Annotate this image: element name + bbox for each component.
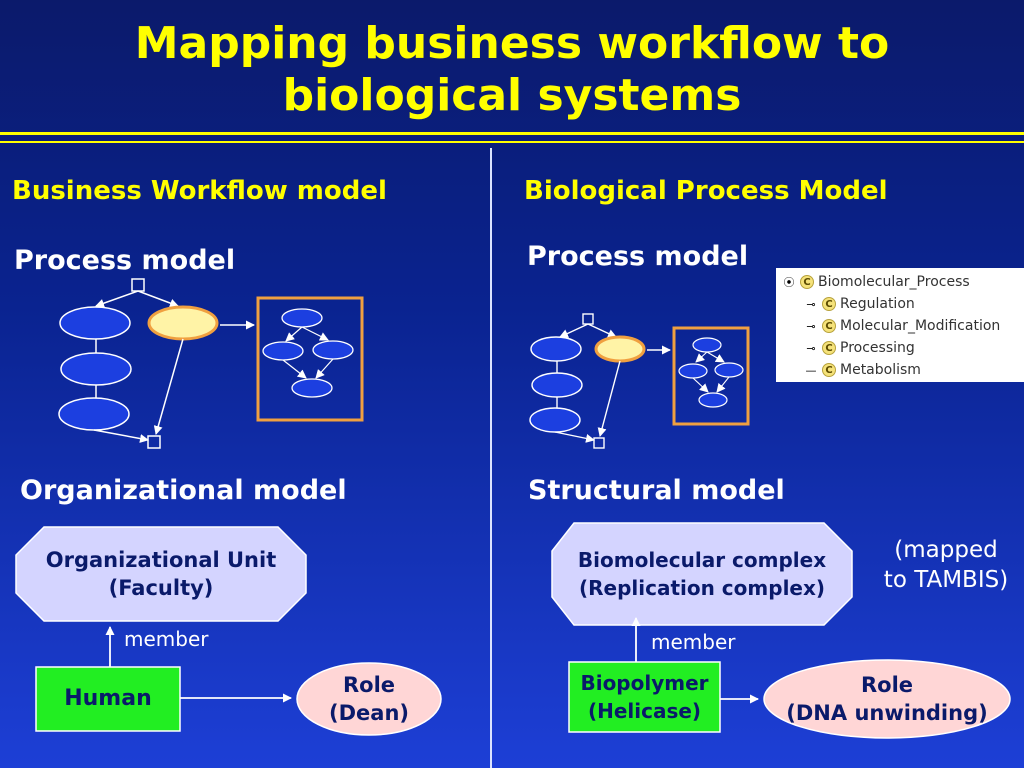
complex-octagon bbox=[551, 522, 853, 626]
tree-collapsed-icon[interactable]: ⊸ bbox=[806, 341, 816, 355]
left-org-diagram bbox=[15, 526, 442, 736]
tree-collapsed-icon[interactable]: ⊸ bbox=[806, 297, 816, 311]
complex-label: Biomolecular complex (Replication comple… bbox=[577, 548, 827, 600]
org-unit-octagon bbox=[15, 526, 307, 622]
biopolymer-box bbox=[568, 661, 721, 733]
slide-title-line1: Mapping business workflow to bbox=[134, 18, 890, 69]
class-icon: C bbox=[822, 319, 836, 333]
right-subprocess-frame bbox=[672, 326, 750, 426]
title-divider-secondary bbox=[0, 141, 1024, 143]
biopolymer-label: Biopolymer (Helicase) bbox=[580, 671, 709, 723]
organizational-model-label: Organizational model bbox=[20, 475, 347, 506]
right-member-label: member bbox=[651, 630, 736, 654]
tree-item-metabolism[interactable]: — C Metabolism bbox=[804, 360, 921, 380]
left-node-1 bbox=[59, 306, 131, 340]
left-subprocess-frame bbox=[256, 296, 364, 422]
tree-item-regulation[interactable]: ⊸ C Regulation bbox=[804, 294, 915, 314]
left-start-node bbox=[131, 278, 145, 292]
right-column-heading: Biological Process Model bbox=[524, 176, 888, 206]
tree-collapsed-icon[interactable]: ⊸ bbox=[806, 319, 816, 333]
right-structural-diagram bbox=[551, 522, 1011, 739]
right-end-node bbox=[593, 437, 605, 449]
dna-unwinding-role-ellipse bbox=[763, 659, 1011, 739]
column-divider bbox=[490, 148, 492, 768]
right-process-diagram bbox=[529, 313, 750, 449]
right-highlight-node bbox=[594, 335, 646, 363]
tree-leaf-connector-icon: — bbox=[805, 363, 817, 377]
human-box bbox=[35, 666, 181, 732]
left-process-diagram bbox=[58, 278, 364, 449]
right-node-2 bbox=[531, 372, 583, 398]
structural-model-label: Structural model bbox=[528, 475, 785, 506]
class-icon: C bbox=[822, 363, 836, 377]
right-node-1 bbox=[530, 336, 582, 362]
left-column-heading: Business Workflow model bbox=[12, 176, 387, 206]
tree-root-row[interactable]: ⦿ C Biomolecular_Process bbox=[782, 272, 970, 292]
left-highlight-node bbox=[147, 305, 219, 341]
tambis-mapping-note: (mapped to TAMBIS) bbox=[883, 537, 1009, 593]
left-member-label: member bbox=[124, 627, 209, 651]
left-node-3 bbox=[58, 397, 130, 431]
left-node-2 bbox=[60, 352, 132, 386]
slide-title: Mapping business workflow to biological … bbox=[0, 18, 1024, 122]
title-divider bbox=[0, 132, 1024, 135]
dean-role-label: Role (Dean) bbox=[329, 673, 409, 725]
right-node-3 bbox=[529, 407, 581, 433]
class-icon: C bbox=[800, 275, 814, 289]
tree-item-label: Molecular_Modification bbox=[840, 318, 1001, 334]
org-unit-label: Organizational Unit (Faculty) bbox=[45, 548, 277, 600]
right-start-node bbox=[582, 313, 594, 325]
tree-item-label: Processing bbox=[840, 340, 915, 356]
tree-item-processing[interactable]: ⊸ C Processing bbox=[804, 338, 915, 358]
left-end-node bbox=[147, 435, 161, 449]
ontology-tree-panel: ⦿ C Biomolecular_Process ⊸ C Regulation … bbox=[776, 268, 1024, 382]
class-icon: C bbox=[822, 341, 836, 355]
right-process-model-label: Process model bbox=[527, 241, 749, 272]
dean-role-ellipse bbox=[296, 662, 442, 736]
slide-title-line2: biological systems bbox=[282, 70, 742, 121]
tree-expand-icon[interactable]: ⦿ bbox=[783, 276, 795, 289]
human-label: Human bbox=[64, 686, 152, 711]
tree-item-label: Metabolism bbox=[840, 362, 921, 378]
tree-item-label: Regulation bbox=[840, 296, 915, 312]
class-icon: C bbox=[822, 297, 836, 311]
tree-item-molecular-modification[interactable]: ⊸ C Molecular_Modification bbox=[804, 316, 1000, 336]
dna-unwinding-role-label: Role (DNA unwinding) bbox=[786, 673, 988, 725]
left-process-model-label: Process model bbox=[14, 245, 236, 276]
tree-root-label: Biomolecular_Process bbox=[818, 274, 970, 290]
